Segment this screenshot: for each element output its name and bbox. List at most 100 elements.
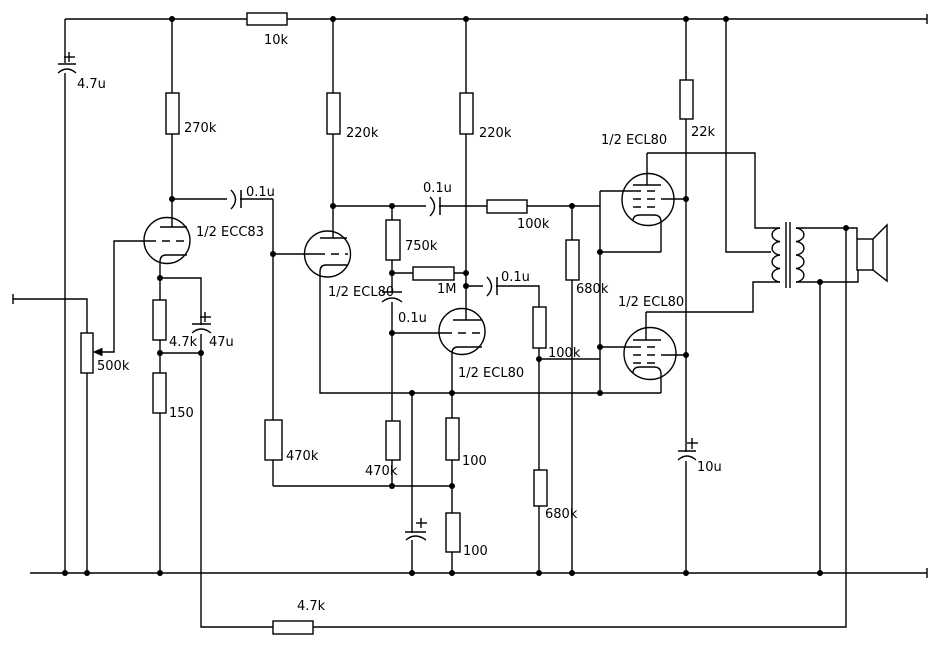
- resistor-10k-supply: [246, 12, 288, 26]
- tube-ecl80-driver-envelope: [303, 230, 352, 278]
- resistor-220k-plate2-value-label: 220k: [346, 126, 379, 141]
- resistor-150: [152, 372, 167, 414]
- junction-dot: [389, 270, 395, 276]
- resistor-100-a: [445, 417, 460, 461]
- junction-dot: [449, 570, 455, 576]
- junction-dot: [817, 279, 823, 285]
- resistor-4k7-feedback-value-label: 4.7k: [297, 599, 326, 614]
- resistor-680k-grid-upper: [565, 239, 580, 281]
- cap-0u1-mid-curved-plate: [429, 196, 436, 217]
- resistor-470k-grid2-value-label: 470k: [286, 449, 319, 464]
- resistor-100-b-value-label: 100: [463, 544, 488, 559]
- resistor-100k-phase: [532, 306, 547, 349]
- resistor-4k7-cathode: [152, 299, 167, 341]
- junction-dot: [330, 16, 336, 22]
- junction-dot: [157, 350, 163, 356]
- tube-ecl80-driver-label: 1/2 ECL80: [328, 285, 394, 300]
- cap-0u1-stage1-value-label: 0.1u: [246, 185, 275, 200]
- resistor-150-value-label: 150: [169, 406, 194, 421]
- junction-dot: [169, 16, 175, 22]
- wire: [97, 240, 148, 353]
- junction-dot: [536, 570, 542, 576]
- speaker-box: [856, 238, 874, 271]
- wire: [13, 298, 88, 333]
- cap-10u-curved-plate: [677, 455, 697, 461]
- wire: [319, 277, 661, 394]
- cap-47u-bypass-curved-plate: [191, 328, 212, 334]
- junction-dot: [843, 225, 849, 231]
- transformer-primary-winding: [771, 227, 781, 283]
- tube-ecl80-out-upper-label: 1/2 ECL80: [601, 133, 667, 148]
- resistor-270k-plate1-value-label: 270k: [184, 121, 217, 136]
- tube-ecl80-out-upper-envelope: [621, 172, 675, 227]
- junction-dot: [463, 16, 469, 22]
- junction-dot: [84, 570, 90, 576]
- junction-dot: [536, 356, 542, 362]
- cap-0u1-phase-gap: [483, 281, 496, 292]
- junction-dot: [683, 570, 689, 576]
- junction-dot: [569, 203, 575, 209]
- junction-dot: [723, 16, 729, 22]
- resistor-680k-grid-upper-value-label: 680k: [576, 282, 609, 297]
- junction-dot: [169, 196, 175, 202]
- wire: [796, 270, 859, 283]
- cap-4u7-input-gap: [57, 63, 77, 73]
- cap-4u7-input-curved-plate: [57, 68, 77, 74]
- junction-dot: [597, 390, 603, 396]
- cathode-tube-out-upper: [632, 214, 662, 252]
- resistor-4k7-cathode-value-label: 4.7k: [169, 335, 198, 350]
- junction-dot: [683, 352, 689, 358]
- resistor-500k-pot: [80, 332, 94, 374]
- junction-dot: [330, 203, 336, 209]
- resistor-270k-plate1: [165, 92, 180, 135]
- junction-dot: [157, 275, 163, 281]
- resistor-1m-value-label: 1M: [437, 282, 457, 297]
- junction-dot: [683, 196, 689, 202]
- tube-ecl80-out-lower-label: 1/2 ECL80: [618, 295, 684, 310]
- junction-dot: [463, 270, 469, 276]
- junction-dot: [389, 330, 395, 336]
- junction-dot: [62, 570, 68, 576]
- cap-elec-cathode-curved-plate: [405, 535, 427, 541]
- junction-dot: [198, 350, 204, 356]
- resistor-220k-plate2: [326, 92, 341, 135]
- junction-dot: [569, 570, 575, 576]
- cap-0u1-phase-value-label: 0.1u: [501, 270, 530, 285]
- wire: [646, 281, 780, 313]
- tube-ecl80-phase-label: 1/2 ECL80: [458, 366, 524, 381]
- resistor-1m: [412, 266, 455, 281]
- resistor-750k-value-label: 750k: [405, 239, 438, 254]
- cap-47u-bypass-value-label: 47u: [209, 335, 234, 350]
- cap-4u7-input-value-label: 4.7u: [77, 77, 106, 92]
- pot-wiper-arrow: [92, 347, 103, 357]
- resistor-100k-phase-value-label: 100k: [548, 346, 581, 361]
- cathode-tube3: [451, 346, 482, 358]
- cap-0u1-phase-curved-plate: [486, 276, 493, 297]
- junction-dot: [389, 483, 395, 489]
- cathode-tube1: [159, 254, 187, 263]
- resistor-500k-pot-value-label: 500k: [97, 359, 130, 374]
- tube-ecc83-input-envelope: [143, 216, 191, 265]
- resistor-100-a-value-label: 100: [462, 454, 487, 469]
- junction-dot: [597, 249, 603, 255]
- junction-dot: [270, 251, 276, 257]
- tube-ecc83-input-label: 1/2 ECC83: [196, 225, 264, 240]
- cap-0u1-grid3-curved-plate: [381, 297, 403, 303]
- resistor-470k-grid3: [385, 420, 401, 461]
- speaker-cone: [872, 223, 888, 283]
- resistor-220k-plate3-value-label: 220k: [479, 126, 512, 141]
- cap-0u1-stage1-gap: [227, 194, 240, 205]
- resistor-470k-grid3-value-label: 470k: [365, 464, 398, 479]
- cap-0u1-mid-gap: [426, 201, 439, 212]
- junction-dot: [157, 570, 163, 576]
- transformer-secondary-winding: [795, 227, 805, 283]
- cap-0u1-grid3-value-label: 0.1u: [398, 311, 427, 326]
- resistor-680k-grid-lower: [533, 469, 548, 507]
- junction-dot: [817, 570, 823, 576]
- junction-dot: [449, 483, 455, 489]
- wire: [647, 152, 780, 229]
- resistor-10k-supply-value-label: 10k: [264, 33, 289, 48]
- cathode-tube2: [319, 264, 348, 277]
